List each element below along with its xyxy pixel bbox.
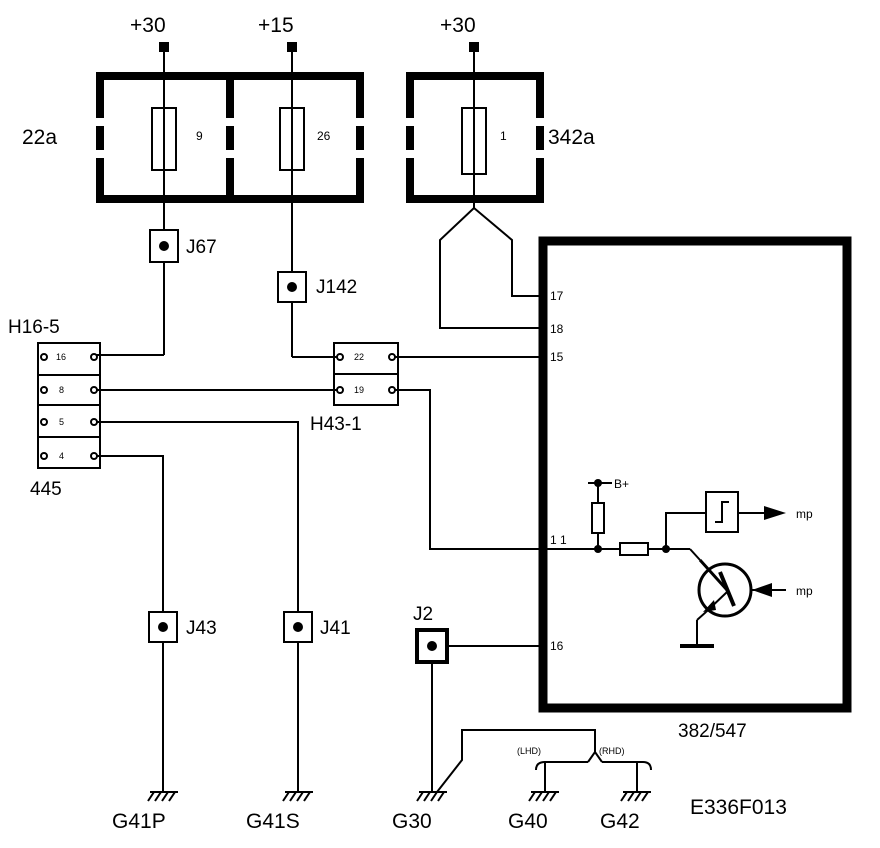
svg-text:445: 445 (30, 479, 62, 500)
connector-h16-5: H16-5 16 8 5 4 445 (8, 317, 101, 500)
svg-text:J2: J2 (413, 604, 433, 625)
svg-text:G41S: G41S (246, 810, 300, 833)
svg-text:mp: mp (796, 507, 813, 521)
svg-text:G30: G30 (392, 810, 432, 833)
wire-h43-19-to-pin11 (395, 389, 543, 550)
splice-j43: J43 (148, 611, 217, 792)
fuse-9: 9 (151, 76, 203, 199)
ground-g30: G30 (392, 791, 447, 833)
ground-g40: G40 (508, 791, 559, 833)
svg-text:16: 16 (550, 639, 564, 653)
supply-terminal-30-right: +30 (440, 14, 479, 76)
svg-text:H43-1: H43-1 (310, 414, 362, 435)
svg-text:18: 18 (550, 322, 564, 336)
ground-g42: G42 (600, 791, 651, 833)
wire-fuse1-to-pins-17-18 (439, 207, 543, 329)
svg-text:+30: +30 (130, 14, 166, 37)
module-label: 382/547 (678, 721, 747, 742)
svg-text:J67: J67 (186, 237, 217, 258)
svg-text:19: 19 (354, 385, 364, 395)
supply-terminal-15: +15 (258, 14, 297, 76)
splice-j41: J41 (283, 611, 351, 792)
svg-text:9: 9 (196, 129, 203, 143)
svg-text:26: 26 (317, 129, 331, 143)
svg-text:G40: G40 (508, 810, 548, 833)
svg-text:22: 22 (354, 352, 364, 362)
fusebox-342a-label: 342a (548, 126, 595, 149)
svg-text:G41P: G41P (112, 810, 166, 833)
svg-text:H16-5: H16-5 (8, 317, 60, 338)
svg-text:17: 17 (550, 289, 564, 303)
svg-text:16: 16 (56, 352, 66, 362)
diagram-id: E336F013 (690, 796, 787, 819)
svg-text:B+: B+ (614, 477, 629, 491)
wire-pin5-to-j41 (97, 421, 299, 612)
svg-text:J43: J43 (186, 618, 217, 639)
svg-text:(RHD): (RHD) (599, 746, 625, 756)
svg-text:(LHD): (LHD) (517, 746, 541, 756)
splice-j67: J67 (96, 199, 217, 356)
ground-option-lhd-rhd: (LHD) (RHD) (436, 729, 652, 793)
ground-g41p: G41P (112, 791, 178, 833)
module-382-547: 382/547 17 18 15 1 1 16 B+ mp (538, 236, 852, 742)
supply-terminal-30-left: +30 (130, 14, 169, 76)
svg-text:15: 15 (550, 350, 564, 364)
svg-text:J142: J142 (316, 277, 357, 298)
fusebox-22a: 22a (22, 72, 365, 203)
fuse-26: 26 (279, 76, 331, 199)
wire-pin4-to-j43 (97, 455, 164, 612)
svg-text:G42: G42 (600, 810, 640, 833)
svg-text:1 1: 1 1 (550, 533, 567, 547)
splice-j2: J2 (413, 604, 543, 792)
svg-text:5: 5 (59, 417, 64, 427)
svg-text:+15: +15 (258, 14, 294, 37)
fusebox-22a-label: 22a (22, 126, 57, 149)
svg-text:4: 4 (59, 451, 64, 461)
splice-j142: J142 (277, 199, 357, 358)
svg-text:1: 1 (500, 129, 507, 143)
fuse-1: 1 (461, 76, 507, 208)
svg-text:+30: +30 (440, 14, 476, 37)
svg-text:8: 8 (59, 385, 64, 395)
svg-text:J41: J41 (320, 618, 351, 639)
ground-g41s: G41S (246, 791, 313, 833)
svg-text:mp: mp (796, 584, 813, 598)
